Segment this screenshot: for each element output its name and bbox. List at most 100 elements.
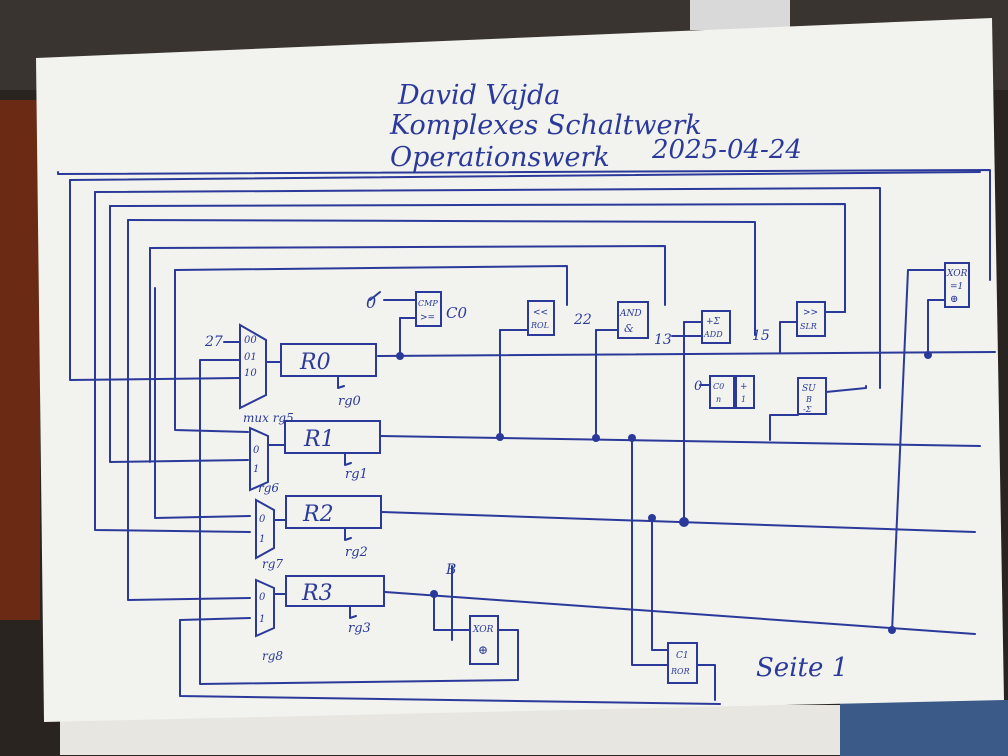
add-line2: ADD xyxy=(703,330,723,339)
sub-line2: B xyxy=(805,395,812,404)
mux-0-select: mux rg5 xyxy=(243,411,294,425)
junction xyxy=(628,434,636,442)
wire-cror-in xyxy=(631,437,669,666)
junction xyxy=(924,351,932,359)
author-name: David Vajda xyxy=(397,80,560,111)
page-label: Seite 1 xyxy=(756,653,848,683)
wire-slr-in xyxy=(779,321,798,353)
background-left-object xyxy=(0,100,40,620)
register-r1: R1 rg1 xyxy=(284,420,381,482)
diagram-subtitle: Operationswerk xyxy=(390,142,610,173)
add-line1: +Σ xyxy=(706,317,721,327)
and-line2: & xyxy=(624,322,634,335)
and-unit: 22 AND & xyxy=(573,301,649,339)
wire-loop-2b xyxy=(94,191,251,533)
xor-top-line3: ⊕ xyxy=(950,294,958,305)
register-r0-label: R0 xyxy=(299,350,331,375)
background-fabric xyxy=(840,700,1008,756)
and-const: 22 xyxy=(573,312,592,328)
wiring xyxy=(57,169,996,705)
xor-bottom-unit: B XOR ⊕ xyxy=(445,562,499,665)
wire-r3-out xyxy=(384,591,976,635)
mux-3-input-1: 1 xyxy=(259,614,265,625)
junctions xyxy=(396,351,932,634)
wire-cror-in2 xyxy=(651,517,669,651)
register-r2: R2 rg2 xyxy=(285,495,382,560)
add-unit: 13 +Σ ADD xyxy=(654,310,731,348)
mux-1-input-0: 0 xyxy=(253,445,260,456)
xor-bottom-line2: ⊕ xyxy=(478,643,488,657)
inc-unit: 0 C0 n + 1 xyxy=(694,375,755,409)
cmp-line1: CMP xyxy=(418,299,438,308)
inc-line4: 1 xyxy=(741,395,746,404)
junction xyxy=(430,590,438,598)
mux-0-input-2: 10 xyxy=(244,368,257,379)
wire-cmp-const xyxy=(369,291,381,301)
register-r2-label: R2 xyxy=(302,502,334,527)
wire-xor2-out xyxy=(199,359,519,685)
wire-loop-7 xyxy=(154,287,251,519)
mux-2-input-0: 0 xyxy=(259,514,266,525)
background-device xyxy=(690,0,790,30)
register-r3: R3 rg3 xyxy=(285,575,385,636)
wire-loop-4b xyxy=(127,219,251,601)
sub-line3: -Σ xyxy=(803,405,812,414)
wire-loop-6b xyxy=(174,269,249,433)
add-const: 13 xyxy=(654,332,672,348)
wire-xor-in2 xyxy=(927,299,946,356)
mux-1-select: rg6 xyxy=(258,481,279,495)
mux-0: 00 01 10 27 mux rg5 xyxy=(204,323,294,425)
junction xyxy=(396,352,404,360)
sub-line1: SU xyxy=(802,384,816,394)
register-r3-signal: rg3 xyxy=(348,621,371,636)
wire-sub-in xyxy=(769,414,799,441)
inc-line2: n xyxy=(716,395,721,404)
diagram-title: Komplexes Schaltwerk xyxy=(389,110,702,141)
register-r1-label: R1 xyxy=(303,427,335,452)
wire-loop-2 xyxy=(94,187,881,389)
xor-bottom-line1: XOR xyxy=(472,625,494,635)
cmp-const: 0 xyxy=(366,293,376,312)
cror-line2: ROR xyxy=(670,667,690,676)
junction xyxy=(648,514,656,522)
wire-loop-5 xyxy=(149,245,666,306)
register-r2-signal: rg2 xyxy=(345,545,368,560)
wire-xor2-in xyxy=(433,593,471,631)
mux-2-select: rg7 xyxy=(262,557,283,571)
wire-r1-out xyxy=(379,435,981,447)
wire-r2-out xyxy=(381,511,976,533)
cmp-unit: 0 CMP >= C0 xyxy=(366,291,467,327)
xor-top-line1: XOR xyxy=(946,269,968,279)
mux-1-input-1: 1 xyxy=(253,464,259,475)
wire-top-1 xyxy=(69,171,981,181)
and-line1: AND xyxy=(619,309,642,319)
wire-bottom-in xyxy=(179,617,251,621)
wire-loop-1b xyxy=(69,179,241,381)
cmp-line2: >= xyxy=(420,313,435,323)
slr-line2: SLR xyxy=(800,322,817,331)
junction xyxy=(679,517,689,527)
inc-const: 0 xyxy=(694,379,702,394)
rol-unit: << ROL xyxy=(527,300,555,336)
wire-loop-6 xyxy=(174,265,568,306)
inc-line3: + xyxy=(740,382,748,392)
cror-line1: C1 xyxy=(676,651,689,661)
mux-1: 0 1 rg6 xyxy=(249,426,286,495)
xor-top-line2: =1 xyxy=(950,282,963,292)
mux-0-input-1: 01 xyxy=(244,352,257,363)
rol-line1: << xyxy=(533,308,548,318)
register-r0-signal: rg0 xyxy=(338,394,361,409)
cror-unit: C1 ROR xyxy=(667,642,698,684)
register-r1-signal: rg1 xyxy=(345,467,368,482)
mux-3-select: rg8 xyxy=(262,649,283,663)
wire-r0-out xyxy=(377,351,996,357)
junction xyxy=(496,433,504,441)
paper-sheet xyxy=(36,18,1004,722)
mux-2: 0 1 rg7 xyxy=(255,498,287,571)
slr-line1: >> xyxy=(803,308,818,318)
rol-line2: ROL xyxy=(530,321,549,330)
cmp-output: C0 xyxy=(446,304,467,322)
slr-const: 15 xyxy=(752,328,770,344)
register-r0: R0 rg0 xyxy=(280,343,377,409)
wire-loop-3 xyxy=(109,203,846,313)
